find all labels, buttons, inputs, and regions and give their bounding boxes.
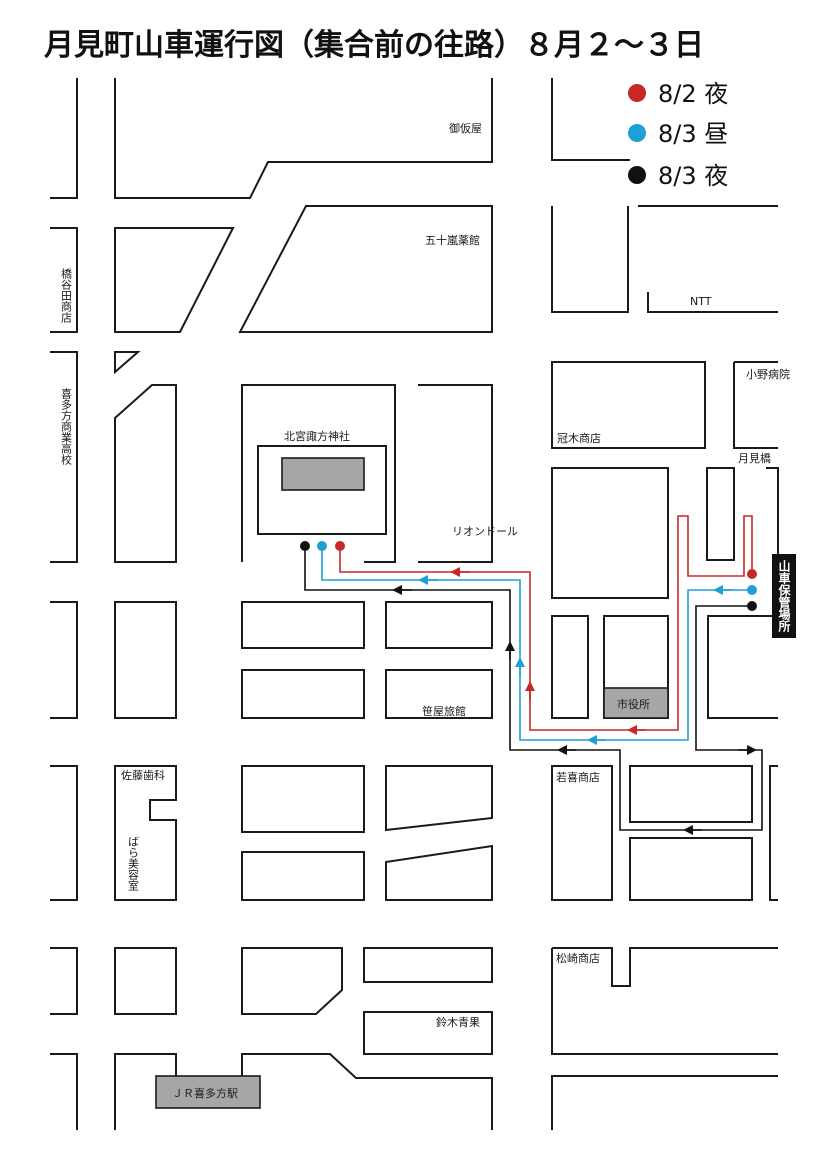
block-edge-left-row5 [50,765,78,901]
street-blocks [50,78,779,1130]
block-tall-left-row4 [114,601,177,719]
label-gokaya: 御仮屋 [449,121,482,135]
block-row4-a [241,601,365,649]
block-kitakata-school [50,351,78,563]
block-gokaya [114,78,493,199]
label-tsukimibashi: 月見橋 [738,451,771,465]
label-ntt: NTT [690,295,712,308]
block-row5-d [385,844,493,901]
label-garage: 山車保管場所 [777,559,791,633]
block-edge-left-row6 [50,947,78,1015]
block-edge-left-bottom [50,1053,78,1130]
block-row4-c [241,669,365,719]
block-garage-edge [766,467,779,562]
legend-dot-black [628,166,646,184]
block-wakaki [551,765,613,901]
block-matsuzaki [551,947,778,1055]
block-row6-b [363,947,493,983]
block-row5-b [385,765,493,832]
block-ntt-left [551,206,629,313]
place-labels: 御仮屋 五十嵐薬館 NTT 橋谷田商店 喜多方商業高校 小野病院 冠木商店 月見… [60,121,792,1100]
block-hashiyada [50,227,78,333]
route-black [300,541,763,835]
label-cityhall: 市役所 [617,697,650,711]
block-sato-bara [114,765,177,901]
block-row4-b [385,601,493,649]
route-black-start-dot [747,601,757,611]
block-edge-left-row4 [50,601,78,719]
block-diagonal-left [114,384,177,563]
legend-label-3: 8/3 夜 [658,162,728,190]
block-right-row5 [769,765,778,901]
route-black-line [304,546,763,831]
label-ono: 小野病院 [746,367,790,381]
block-row5-f [629,837,753,901]
block-row5-a [241,765,365,833]
route-red [335,515,757,735]
block-ono [733,361,778,449]
block-edge-top-right [551,78,630,161]
route-black-end-dot [300,541,310,551]
label-kanmuri: 冠木商店 [557,431,601,445]
label-wakaki: 若喜商店 [556,770,600,784]
block-station [114,1053,493,1130]
route-blue-end-dot [317,541,327,551]
block-row5-c [241,851,365,901]
block-kanmuri [551,361,706,449]
block-narrow-tall [706,467,735,561]
station-building [155,1075,261,1109]
label-sato: 佐藤歯科 [121,768,165,782]
route-red-end-dot [335,541,345,551]
block-trapezoid-left [114,227,235,333]
label-kitakata-school: 喜多方商業高校 [60,388,73,466]
legend: 8/2 夜 8/3 昼 8/3 夜 [628,80,728,190]
cityhall-building [603,687,669,719]
route-blue [317,541,757,745]
block-edge-top-left [50,78,78,199]
route-red-start-dot [747,569,757,579]
label-shrine: 北宮諏方神社 [284,429,350,443]
map-title: 月見町山車運行図（集合前の往路）８月２～３日 [44,28,704,63]
shrine-building [281,457,365,491]
block-suzuki [363,1011,493,1055]
block-right-row4 [707,615,778,719]
block-row5-e [629,765,753,823]
block-ntt-right [638,205,778,313]
block-bottom-right [551,1075,778,1130]
block-cityhall-left [551,615,589,719]
label-bara: ばら美容室 [127,836,140,891]
block-row6-pentagon [241,947,343,1015]
garage-box [772,554,796,638]
label-matsuzaki: 松崎商店 [556,951,600,965]
block-row6-a [114,947,177,1015]
route-blue-start-dot [747,585,757,595]
route-red-line [339,515,753,731]
legend-label-1: 8/2 夜 [658,80,728,108]
block-shrine-outer [241,384,396,563]
block-large-center [551,467,669,599]
block-igarashi [238,205,493,333]
label-igarashi: 五十嵐薬館 [425,233,480,247]
legend-dot-red [628,84,646,102]
label-rion: リオンドール [452,525,518,538]
label-suzuki: 鈴木青果 [436,1015,480,1029]
label-sasaya: 笹屋旅館 [422,704,466,718]
block-rion [418,384,493,563]
label-station: ＪＲ喜多方駅 [172,1086,238,1100]
legend-label-2: 8/3 昼 [658,120,728,148]
label-hashiyada: 橋谷田商店 [60,267,73,323]
block-sasaya [385,669,493,719]
route-blue-line [321,546,752,741]
legend-dot-blue [628,124,646,142]
block-small-triangle [114,351,141,375]
